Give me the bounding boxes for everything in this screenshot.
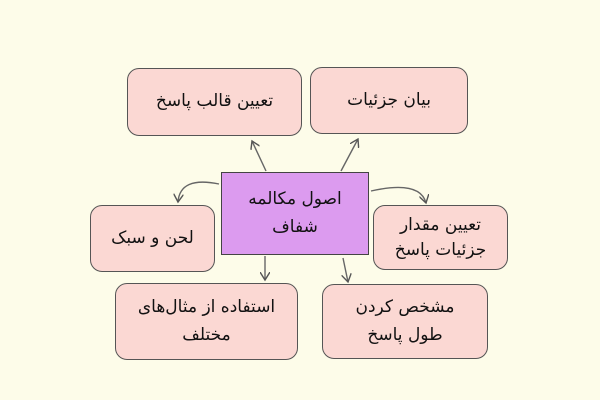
node-details: بیان جزئیات xyxy=(310,67,468,134)
node-detail-amount-line1: تعیین مقدار xyxy=(399,214,482,235)
arrow-to-details xyxy=(340,139,358,172)
node-response-format: تعیین قالب پاسخ xyxy=(127,68,302,136)
node-response-length-line2: طول پاسخ xyxy=(367,324,443,345)
node-response-length-line1: مشخص کردن xyxy=(355,297,455,318)
arrow-to-tone-style xyxy=(178,181,220,202)
node-examples-line2: مختلف xyxy=(182,324,231,345)
center-node-line2: شفاف xyxy=(272,216,318,237)
arrow-to-detail-amount xyxy=(370,186,426,203)
node-response-length: مشخص کردن طول پاسخ xyxy=(322,284,488,359)
node-response-format-label: تعیین قالب پاسخ xyxy=(155,91,274,112)
node-examples: استفاده از مثال‌های مختلف xyxy=(115,283,298,360)
node-details-label: بیان جزئیات xyxy=(347,89,431,110)
node-tone-style-label: لحن و سبک xyxy=(111,227,194,248)
node-detail-amount: تعیین مقدار جزئیات پاسخ xyxy=(373,205,508,270)
arrow-to-response-length xyxy=(343,257,348,282)
node-examples-line1: استفاده از مثال‌های xyxy=(137,297,276,318)
arrow-to-response-format xyxy=(252,141,267,172)
center-node-line1: اصول مکالمه xyxy=(248,189,342,210)
node-tone-style: لحن و سبک xyxy=(90,205,215,272)
center-node: اصول مکالمه شفاف xyxy=(221,172,369,255)
node-detail-amount-line2: جزئیات پاسخ xyxy=(394,239,487,260)
